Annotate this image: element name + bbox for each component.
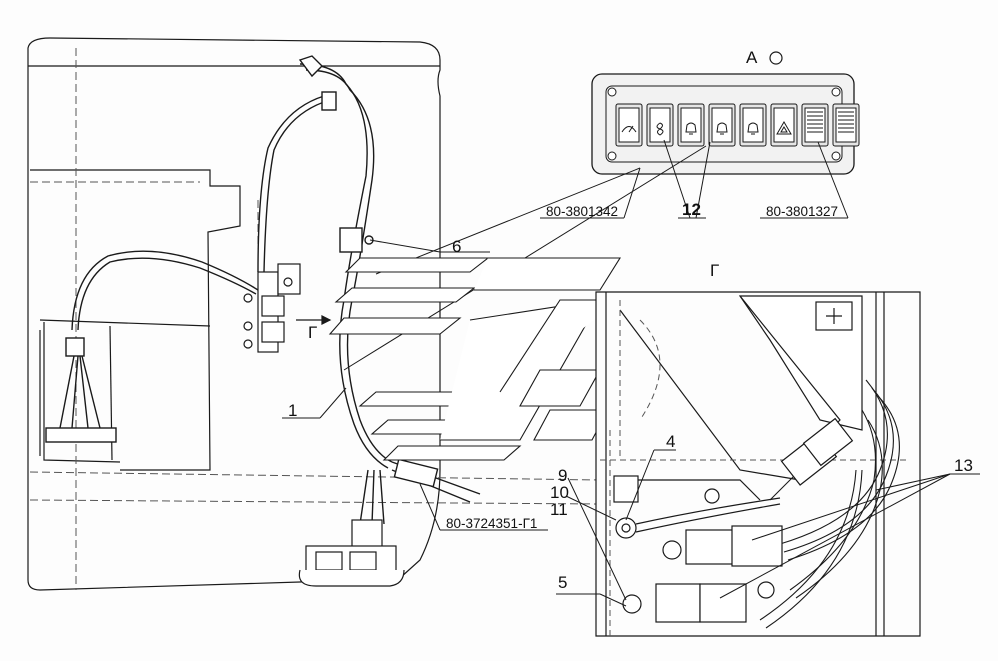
hidden-lines	[29, 48, 601, 590]
detail-connectors	[622, 417, 854, 623]
switch-key-7	[801, 103, 829, 147]
switch-key-8	[832, 103, 860, 147]
blank-key-icon	[807, 111, 823, 133]
fan-symbol-icon	[656, 122, 664, 136]
part-9-label: 9	[558, 466, 568, 485]
detail-hidden-lines	[600, 300, 910, 636]
switch-key-1	[615, 103, 643, 147]
switch-key-5	[739, 103, 767, 147]
view-a-label: А	[746, 48, 758, 67]
part-13-label: 13	[954, 456, 973, 475]
panel-leaders	[540, 139, 849, 219]
view-g-section-label: Г	[710, 261, 720, 280]
part-1-label: 1	[288, 401, 298, 420]
bottom-connector	[298, 519, 405, 587]
switch-key-2	[646, 103, 674, 147]
code-switch-single-label: 80-3801327	[766, 204, 839, 219]
code-harness-label: 80-3724351-Г1	[446, 516, 538, 531]
bell-symbol-icon	[685, 122, 697, 135]
hazard-triangle-symbol-icon	[776, 121, 792, 135]
left-wire-harness	[45, 250, 259, 443]
wiper-symbol-icon	[621, 125, 637, 133]
part-11-label: 11	[550, 500, 568, 519]
part-12-label: 12	[682, 200, 701, 219]
detail-leaders	[282, 239, 980, 607]
part-4-label: 4	[666, 432, 676, 451]
section-chevron	[328, 257, 621, 461]
blank-key-icon	[838, 111, 854, 133]
code-switch-block-label: 80-3801342	[546, 204, 619, 219]
part-5-label: 5	[558, 573, 568, 592]
main-wire-harness	[257, 55, 481, 525]
switch-key-3	[677, 103, 705, 147]
dashboard-outline	[27, 37, 441, 591]
part-6-label: 6	[452, 237, 462, 256]
switch-key-4	[708, 103, 736, 147]
view-g-arrow	[296, 315, 332, 325]
relay-bracket	[243, 263, 301, 353]
bell-symbol-icon	[716, 122, 728, 135]
view-a-marker	[769, 51, 783, 65]
bell-symbol-icon	[747, 122, 759, 135]
detail-view-g	[595, 291, 921, 637]
view-g-arrow-label: Г	[308, 323, 318, 342]
switch-keys	[615, 103, 860, 147]
part-10-label: 10	[550, 483, 569, 502]
switch-key-6	[770, 103, 798, 147]
